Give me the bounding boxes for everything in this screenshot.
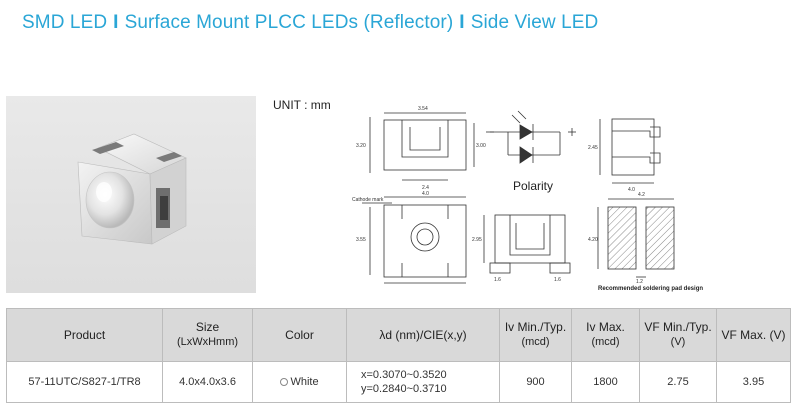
dim-base-w2: 1.6 <box>554 277 561 283</box>
unit-label: UNIT : mm <box>273 98 331 112</box>
title-category: SMD LED <box>22 12 108 33</box>
side-view-front <box>483 214 571 274</box>
dim-right-width: 4.0 <box>628 187 635 193</box>
table-row: 57-11UTC/S827-1/TR8 4.0x4.0x3.6 White x=… <box>6 361 791 403</box>
dimension-drawings: 3.54 3.20 3.00 2.4 2.45 4.0 Cathode mark… <box>352 106 675 285</box>
title-separator: I <box>459 12 465 33</box>
table-header-row: Product Size(LxWxHmm) Color λd (nm)/CIE(… <box>6 308 791 362</box>
header-color: Color <box>252 308 347 362</box>
header-vf-max: VF Max. (V) <box>716 308 791 362</box>
dim-top-base: 2.4 <box>422 185 429 191</box>
dim-top-height-b: 3.00 <box>476 143 486 149</box>
dim-right-height: 2.45 <box>588 145 598 151</box>
cell-vf-max: 3.95 <box>716 361 791 403</box>
white-circle-icon <box>280 378 289 387</box>
header-wavelength-cie: λd (nm)/CIE(x,y) <box>346 308 500 362</box>
header-vf-min: VF Min./Typ.(V) <box>639 308 717 362</box>
led-render <box>77 133 187 245</box>
dim-base-w1: 1.6 <box>494 277 501 283</box>
header-iv-max: Iv Max.(mcd) <box>571 308 640 362</box>
cathode-label: Cathode mark <box>352 197 384 203</box>
footprint-caption: Recommended soldering pad design <box>598 286 704 292</box>
dim-pad-w: 4.2 <box>638 192 645 198</box>
dim-pad-gap: 1.2 <box>636 279 643 285</box>
title-separator: I <box>113 12 119 33</box>
cell-iv-max: 1800 <box>571 361 640 403</box>
dim-top-height-a: 3.20 <box>356 143 366 149</box>
cell-size: 4.0x4.0x3.6 <box>162 361 253 403</box>
title-type: Side View LED <box>470 12 599 33</box>
top-view <box>369 112 475 181</box>
spec-table: Product Size(LxWxHmm) Color λd (nm)/CIE(… <box>6 308 791 403</box>
cell-iv-min: 900 <box>499 361 572 403</box>
header-product: Product <box>6 308 163 362</box>
dim-front-width: 4.0 <box>422 191 429 197</box>
cell-color: White <box>252 361 347 403</box>
polarity-diode-symbol <box>486 110 576 164</box>
dim-pad-h: 4.20 <box>588 237 598 243</box>
side-view-right <box>599 118 661 184</box>
front-view <box>362 196 467 284</box>
dim-front-h1: 3.55 <box>356 237 366 243</box>
product-photo <box>6 96 256 293</box>
header-iv-min: Iv Min./Typ.(mcd) <box>499 308 572 362</box>
dim-top-width: 3.54 <box>418 106 428 112</box>
soldering-pad-footprint <box>597 198 675 278</box>
cell-vf-min: 2.75 <box>639 361 717 403</box>
cell-product: 57-11UTC/S827-1/TR8 <box>6 361 163 403</box>
polarity-label: Polarity <box>513 179 554 193</box>
header-size: Size(LxWxHmm) <box>162 308 253 362</box>
dim-side-h: 2.95 <box>472 237 482 243</box>
title-family: Surface Mount PLCC LEDs (Reflector) <box>124 12 454 33</box>
